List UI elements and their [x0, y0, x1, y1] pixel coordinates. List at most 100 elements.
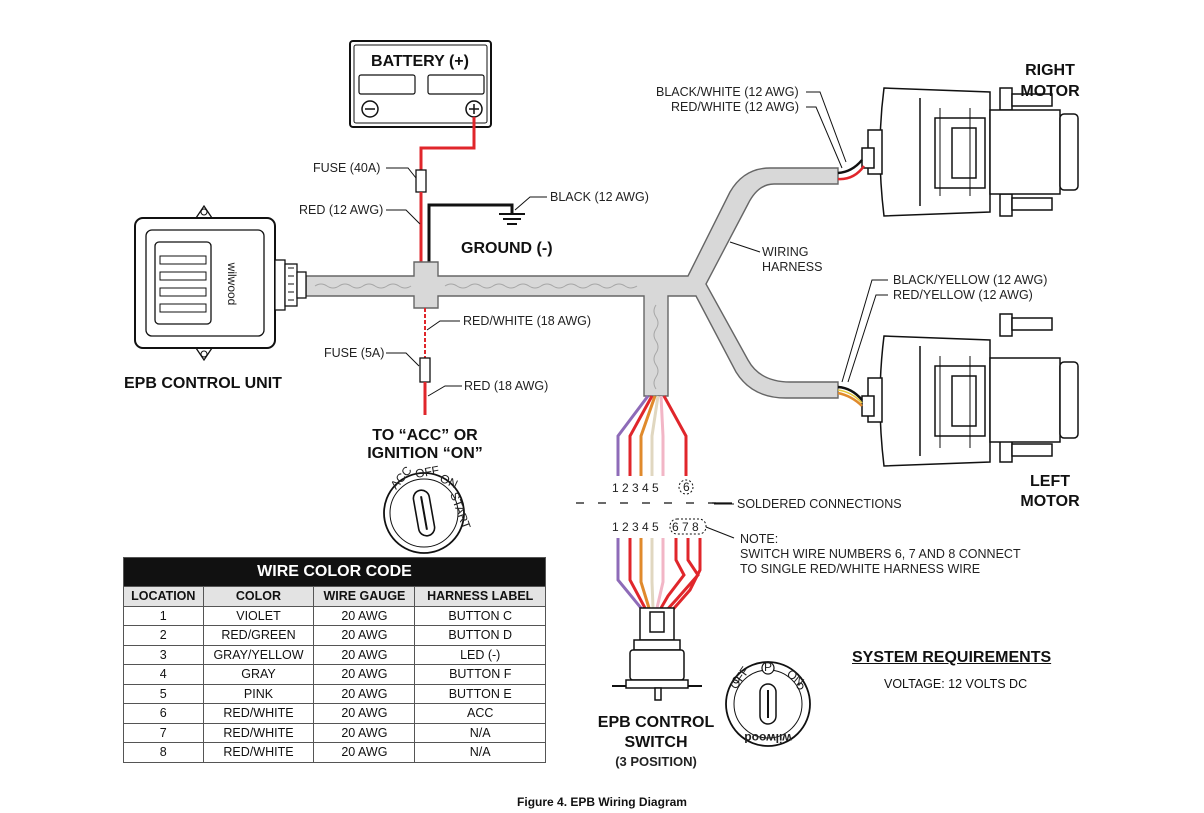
fuse-40a-label: FUSE (40A) — [313, 161, 380, 175]
black-12awg-label: BLACK (12 AWG) — [550, 190, 649, 204]
table-cell: RED/WHITE — [202, 703, 315, 724]
table-cell: RED/GREEN — [202, 625, 315, 646]
red-white-12awg-label: RED/WHITE (12 AWG) — [671, 100, 799, 114]
epb-control-unit: wilwood — [134, 204, 307, 362]
table-title: WIRE COLOR CODE — [123, 557, 546, 587]
system-requirements-title: SYSTEM REQUIREMENTS — [852, 649, 1052, 666]
switch-p-label: P — [764, 660, 772, 674]
wiring-harness-label-1: WIRING — [762, 245, 809, 259]
left-motor — [861, 313, 1079, 467]
switch-brand-label: wilwood — [744, 731, 792, 745]
table-cell: VIOLET — [202, 605, 315, 626]
table-cell: 8 — [123, 742, 204, 763]
left-motor-label-1: LEFT — [1030, 473, 1070, 490]
table-cell: 20 AWG — [313, 605, 416, 626]
table-cell: 20 AWG — [313, 683, 416, 704]
pins-678-marker — [669, 518, 707, 535]
right-motor — [861, 87, 1079, 217]
acc-label-line1: TO “ACC” OR — [372, 427, 478, 444]
left-motor-label-2: MOTOR — [1020, 493, 1080, 510]
table-cell: N/A — [414, 722, 546, 743]
table-header-harness-label: HARNESS LABEL — [414, 586, 546, 607]
fuse-5a-label: FUSE (5A) — [324, 346, 384, 360]
ground-label: GROUND (-) — [461, 240, 553, 257]
table-cell: 20 AWG — [313, 644, 416, 665]
table-cell: BUTTON D — [414, 625, 546, 646]
table-cell: RED/WHITE — [202, 742, 315, 763]
red-12awg-label: RED (12 AWG) — [299, 203, 383, 217]
epb-control-unit-label: EPB CONTROL UNIT — [124, 375, 282, 392]
figure-caption: Figure 4. EPB Wiring Diagram — [517, 795, 687, 809]
battery: BATTERY (+) — [349, 40, 492, 128]
table-cell: 5 — [123, 683, 204, 704]
black-yellow-12awg-label: BLACK/YELLOW (12 AWG) — [893, 273, 1047, 287]
fuse-40a — [415, 169, 427, 193]
pin6-marker — [678, 479, 694, 495]
table-cell: 4 — [123, 664, 204, 685]
ignition-on-label: ON — [438, 471, 460, 491]
wiring-harness-label-2: HARNESS — [762, 260, 822, 274]
voltage-label: VOLTAGE: 12 VOLTS DC — [884, 677, 1028, 691]
table-cell: ACC — [414, 703, 546, 724]
table-cell: BUTTON F — [414, 664, 546, 685]
table-cell: 7 — [123, 722, 204, 743]
black-white-12awg-label: BLACK/WHITE (12 AWG) — [656, 85, 799, 99]
table-header-gauge: WIRE GAUGE — [313, 586, 416, 607]
table-cell: GRAY — [202, 664, 315, 685]
epb-switch-label-1: EPB CONTROL — [598, 714, 715, 731]
right-motor-label-1: RIGHT — [1025, 62, 1075, 79]
epb-switch-face-icon: P OFF ON wilwood — [725, 660, 811, 747]
epb-switch-body — [612, 607, 702, 701]
table-cell: N/A — [414, 742, 546, 763]
table-header-location: LOCATION — [123, 586, 204, 607]
red-18awg-label: RED (18 AWG) — [464, 379, 548, 393]
table-cell: 20 AWG — [313, 742, 416, 763]
note-label-1: NOTE: — [740, 532, 778, 546]
table-cell: 20 AWG — [313, 722, 416, 743]
table-cell: BUTTON C — [414, 605, 546, 626]
ecu-logo: wilwood — [225, 262, 239, 306]
table-header-color: COLOR — [202, 586, 315, 607]
pin6-label: 6 — [683, 480, 690, 494]
ground-icon — [499, 213, 525, 225]
pins-top-label: 1 2 3 4 5 — [612, 481, 659, 495]
table-cell: 6 — [123, 703, 204, 724]
table-cell: 20 AWG — [313, 664, 416, 685]
ignition-off-label: OFF — [414, 463, 440, 481]
table-cell: BUTTON E — [414, 683, 546, 704]
epb-switch-label-2: SWITCH — [624, 734, 687, 751]
table-cell: 20 AWG — [313, 625, 416, 646]
epb-switch-label-3: (3 POSITION) — [615, 754, 697, 769]
negative-terminal-icon — [361, 100, 379, 118]
table-cell: PINK — [202, 683, 315, 704]
acc-label-line2: IGNITION “ON” — [367, 445, 483, 462]
table-cell: 3 — [123, 644, 204, 665]
red-yellow-12awg-label: RED/YELLOW (12 AWG) — [893, 288, 1033, 302]
red-white-18awg-label: RED/WHITE (18 AWG) — [463, 314, 591, 328]
pins-bottom-label: 1 2 3 4 5 — [612, 520, 659, 534]
soldered-connections-label: SOLDERED CONNECTIONS — [737, 497, 902, 511]
note-label-2: SWITCH WIRE NUMBERS 6, 7 AND 8 CONNECT — [740, 547, 1021, 561]
table-cell: 1 — [123, 605, 204, 626]
table-cell: GRAY/YELLOW — [202, 644, 315, 665]
note-label-3: TO SINGLE RED/WHITE HARNESS WIRE — [740, 562, 980, 576]
pins-678-label: 6 7 8 — [672, 520, 699, 534]
table-cell: LED (-) — [414, 644, 546, 665]
fuse-5a — [419, 357, 431, 383]
ignition-switch-icon: ACC OFF ON START — [383, 463, 474, 554]
right-motor-label-2: MOTOR — [1020, 83, 1080, 100]
table-cell: 2 — [123, 625, 204, 646]
wire-color-code-table: WIRE COLOR CODE LOCATION COLOR WIRE GAUG… — [123, 557, 546, 763]
table-cell: 20 AWG — [313, 703, 416, 724]
table-cell: RED/WHITE — [202, 722, 315, 743]
battery-label: BATTERY (+) — [371, 53, 469, 70]
